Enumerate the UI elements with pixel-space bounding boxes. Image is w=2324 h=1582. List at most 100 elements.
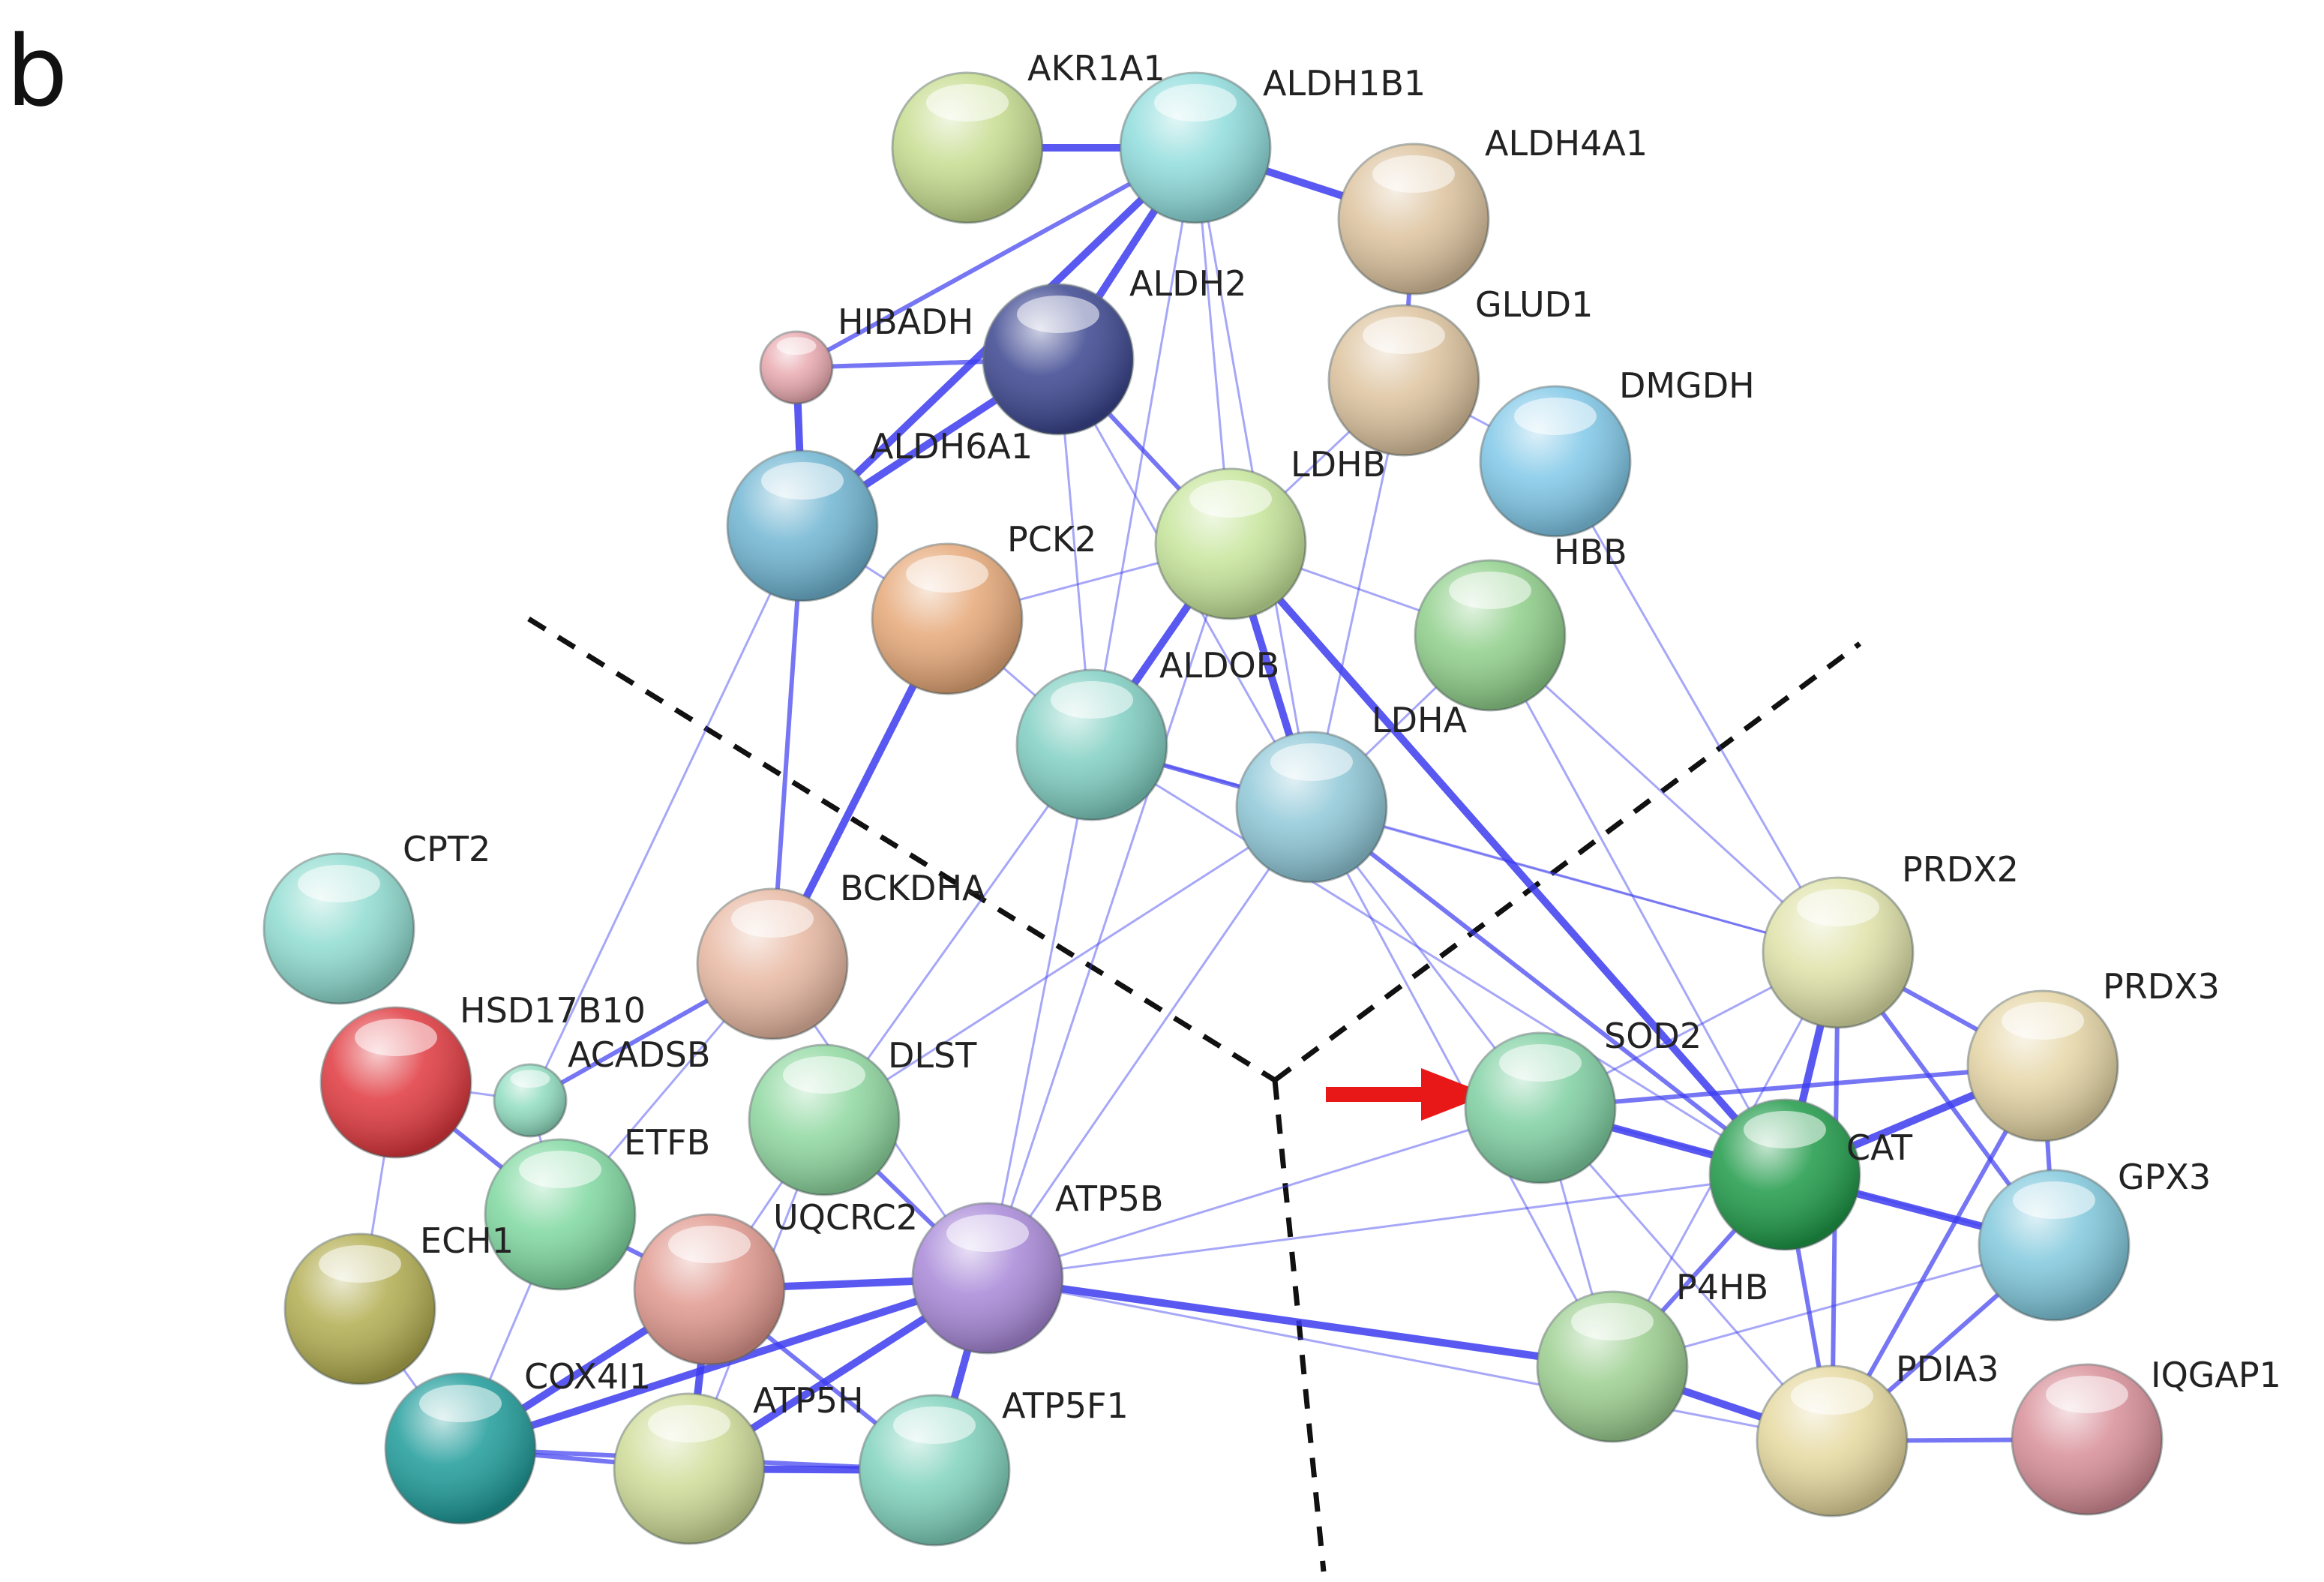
- node-label: ECH1: [420, 1220, 514, 1261]
- node-gloss: [519, 1151, 601, 1188]
- edge-DMGDH-PRDX2: [1554, 461, 1840, 953]
- node-label: ALDH6A1: [870, 426, 1033, 467]
- node-gloss: [2013, 1181, 2095, 1219]
- node-label: ALDOB: [1159, 645, 1279, 686]
- node-atp5f1[interactable]: ATP5F1: [858, 1385, 1129, 1547]
- node-hbb[interactable]: HBB: [1414, 532, 1627, 712]
- node-label: HBB: [1554, 532, 1627, 572]
- edge-ALDOB-DLST: [823, 744, 1093, 1121]
- node-acadsb[interactable]: ACADSB: [493, 1034, 710, 1138]
- edge-HBB-PRDX2: [1489, 634, 1840, 954]
- node-cat[interactable]: CAT: [1708, 1098, 1913, 1251]
- node-label: HSD17B10: [460, 990, 646, 1031]
- node-label: P4HB: [1676, 1267, 1768, 1307]
- node-atp5b[interactable]: ATP5B: [911, 1178, 1164, 1355]
- node-aldob[interactable]: ALDOB: [1015, 645, 1279, 821]
- node-gloss: [783, 1056, 865, 1094]
- node-label: SOD2: [1604, 1016, 1702, 1056]
- node-gloss: [1791, 1377, 1873, 1415]
- node-gloss: [1499, 1044, 1582, 1082]
- edge-ATP5B-P4HB: [987, 1274, 1613, 1370]
- node-label: LDHB: [1291, 444, 1386, 485]
- node-label: PDIA3: [1896, 1349, 1999, 1389]
- node-label: ACADSB: [568, 1034, 710, 1075]
- node-label: DLST: [888, 1035, 977, 1076]
- node-cox4i1[interactable]: COX4I1: [384, 1356, 651, 1525]
- node-gloss: [298, 865, 380, 902]
- node-gpx3[interactable]: GPX3: [1978, 1157, 2211, 1322]
- node-gloss: [419, 1385, 502, 1422]
- node-pck2[interactable]: PCK2: [871, 519, 1096, 695]
- edge-ATP5B-PDIA3: [987, 1277, 1833, 1442]
- node-pdia3[interactable]: PDIA3: [1756, 1349, 1999, 1517]
- node-gloss: [906, 555, 988, 593]
- node-label: GPX3: [2118, 1157, 2211, 1197]
- node-p4hb[interactable]: P4HB: [1536, 1267, 1768, 1443]
- node-glud1[interactable]: GLUD1: [1327, 284, 1593, 457]
- node-label: CAT: [1846, 1127, 1913, 1168]
- node-ldhb[interactable]: LDHB: [1154, 444, 1386, 620]
- node-label: ALDH1B1: [1263, 63, 1426, 104]
- node-label: ATP5H: [753, 1380, 864, 1421]
- divider-left: [527, 617, 1276, 1082]
- node-gloss: [1571, 1303, 1654, 1340]
- node-label: AKR1A1: [1027, 48, 1165, 89]
- edge-ALDOB-ATP5B: [986, 744, 1093, 1279]
- node-cpt2[interactable]: CPT2: [262, 829, 490, 1005]
- panel-label: b: [6, 14, 68, 128]
- node-gloss: [926, 84, 1009, 122]
- node-gloss: [1449, 572, 1531, 609]
- node-label: UQCRC2: [773, 1197, 918, 1238]
- node-gloss: [1363, 317, 1445, 354]
- node-gloss: [510, 1070, 550, 1088]
- node-label: BCKDHA: [840, 868, 986, 908]
- node-label: ATP5F1: [1002, 1385, 1129, 1426]
- node-etfb[interactable]: ETFB: [484, 1122, 710, 1291]
- node-ech1[interactable]: ECH1: [283, 1220, 514, 1385]
- node-aldh2[interactable]: ALDH2: [982, 263, 1246, 436]
- node-label: ETFB: [624, 1122, 710, 1163]
- node-gloss: [648, 1405, 730, 1442]
- node-hibadh[interactable]: HIBADH: [759, 302, 973, 405]
- edge-ALDH6A1-ACADSB: [529, 525, 804, 1101]
- node-label: COX4I1: [524, 1356, 651, 1397]
- node-gloss: [355, 1019, 437, 1056]
- node-atp5h[interactable]: ATP5H: [613, 1380, 864, 1545]
- node-aldh4a1[interactable]: ALDH4A1: [1337, 123, 1648, 296]
- edge-HBB-CAT: [1489, 635, 1786, 1175]
- edge-LDHB-CAT: [1228, 541, 1788, 1178]
- edge-ALDOB-CAT: [1091, 743, 1786, 1176]
- edge-LDHA-DLST: [823, 806, 1312, 1121]
- node-iqgap1[interactable]: IQGAP1: [2011, 1355, 2281, 1516]
- node-akr1a1[interactable]: AKR1A1: [891, 48, 1165, 224]
- edge-ALDH1B1-ALDOB: [1090, 147, 1197, 746]
- node-label: ATP5B: [1055, 1178, 1164, 1219]
- node-dlst[interactable]: DLST: [748, 1035, 977, 1196]
- edge-LDHA-CAT: [1310, 805, 1786, 1177]
- node-gloss: [2002, 1002, 2084, 1040]
- node-prdx3[interactable]: PRDX3: [1966, 966, 2220, 1142]
- red-arrow-icon: [1326, 1068, 1489, 1121]
- node-prdx2[interactable]: PRDX2: [1762, 849, 2019, 1029]
- node-aldh1b1[interactable]: ALDH1B1: [1119, 63, 1426, 224]
- divider-right: [1273, 641, 1862, 1082]
- node-aldh6a1[interactable]: ALDH6A1: [726, 426, 1033, 602]
- edge-ATP5B-CAT: [987, 1173, 1786, 1280]
- node-gloss: [1514, 398, 1597, 435]
- node-uqcrc2[interactable]: UQCRC2: [633, 1197, 918, 1366]
- edge-LDHB-ATP5B: [986, 543, 1232, 1279]
- node-gloss: [776, 337, 817, 356]
- node-ldha[interactable]: LDHA: [1235, 700, 1468, 884]
- node-label: DMGDH: [1619, 365, 1755, 406]
- node-label: PRDX3: [2103, 966, 2220, 1007]
- node-dmgdh[interactable]: DMGDH: [1479, 365, 1755, 538]
- node-hsd17b10[interactable]: HSD17B10: [319, 990, 646, 1159]
- node-gloss: [1154, 84, 1237, 122]
- edge-LDHA-PRDX2: [1311, 806, 1839, 954]
- node-gloss: [668, 1226, 751, 1263]
- node-sod2[interactable]: SOD2: [1464, 1016, 1702, 1184]
- node-gloss: [1051, 681, 1133, 719]
- node-bckdha[interactable]: BCKDHA: [696, 868, 986, 1040]
